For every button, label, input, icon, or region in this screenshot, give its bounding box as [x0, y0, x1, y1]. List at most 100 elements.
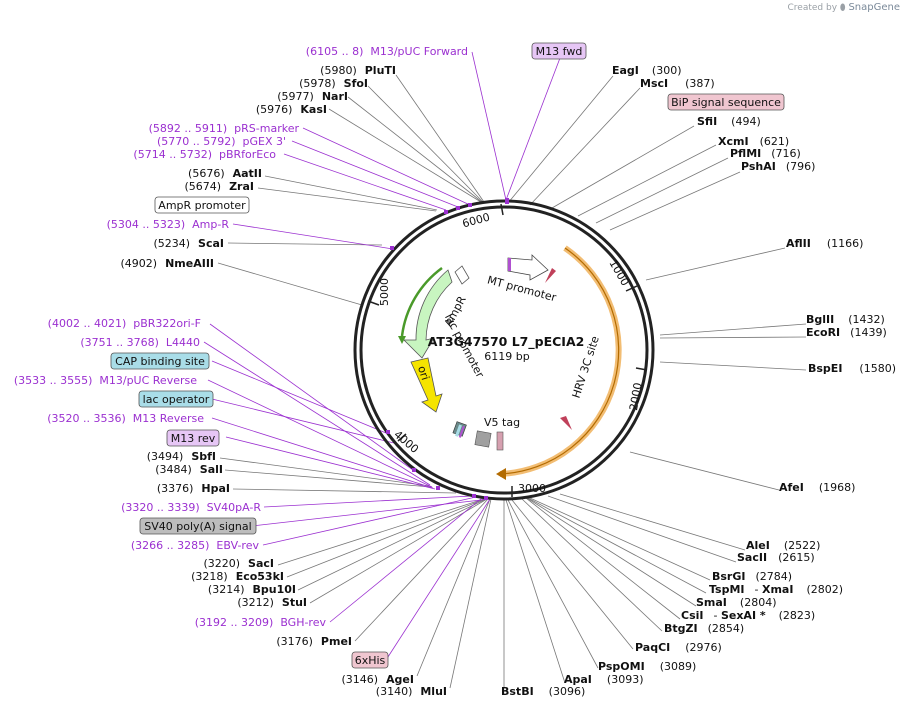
right-enzyme-labels: EagI(300) MscI(387) SfiI(494) XcmI(621) … — [501, 64, 896, 698]
enzyme-name: SmaI — [696, 596, 727, 609]
svg-text:(5977)NarI: (5977)NarI — [277, 90, 348, 103]
left-enzyme-labels: (5980)PluTI (5978)SfoI (5977)NarI (5976)… — [121, 64, 448, 698]
enzyme-name: StuI — [282, 596, 307, 609]
box-6xhis: 6xHis — [355, 654, 386, 667]
svg-text:EagI(300): EagI (300) — [612, 64, 682, 77]
enzyme-pos: (1439) — [850, 326, 887, 339]
enzyme-name: CsiI — [681, 609, 703, 622]
ampr-arrow — [403, 269, 453, 359]
credit-prefix: Created by — [787, 3, 838, 13]
ampr-label: AmpR — [442, 294, 469, 329]
enzyme-pos: (3089) — [660, 660, 697, 673]
tick-label-5000: 5000 — [378, 278, 391, 306]
enzyme-name: SfiI — [697, 115, 717, 128]
svg-text:XcmI(621): XcmI(621) — [718, 135, 789, 148]
primer-label: (5892 .. 5911) pRS-marker — [149, 122, 300, 135]
enzyme-name: PshAI — [741, 160, 776, 173]
enzyme-name: ApaI — [564, 673, 592, 686]
enzyme-pos: (716) — [771, 147, 801, 160]
svg-text:TspMI- XmaI(2802): TspMI- XmaI(2802) — [709, 583, 843, 596]
enzyme-pos: (2854) — [708, 622, 745, 635]
enzyme-pos: (300) — [652, 64, 682, 77]
enzyme-name: HpaI — [201, 482, 230, 495]
svg-text:(3212)StuI: (3212) StuI — [237, 596, 307, 609]
svg-text:BtgZI(2854): BtgZI(2854) — [664, 622, 744, 635]
bip-marker — [545, 268, 556, 283]
enzyme-pos: (3176) — [276, 635, 313, 648]
svg-text:PspOMI(3089): PspOMI (3089) — [598, 660, 696, 673]
box-bip-signal: BiP signal sequence — [671, 96, 781, 109]
enzyme-name: BstBI — [501, 685, 534, 698]
svg-text:SfiI(494): SfiI(494) — [697, 115, 761, 128]
enzyme-pos: (2804) — [740, 596, 777, 609]
enzyme-name: EagI — [612, 64, 639, 77]
enzyme-pos: (1432) — [848, 313, 885, 326]
primer-label: (3192 .. 3209) BGH-rev — [195, 616, 327, 629]
enzyme-pos: (3494) — [147, 450, 184, 463]
enzyme-name: XcmI — [718, 135, 749, 148]
enzyme-name: NarI — [322, 90, 348, 103]
v5-tag-marker — [474, 430, 492, 448]
enzyme-name: PflMI — [730, 147, 761, 160]
hrv3c-marker — [560, 416, 572, 430]
svg-text:ApaI(3093): ApaI(3093) — [564, 673, 643, 686]
mt-promoter-marker — [508, 258, 511, 271]
box-sv40-polya: SV40 poly(A) signal — [144, 520, 251, 533]
svg-text:EcoRI(1439): EcoRI (1439) — [806, 326, 887, 339]
primer-label: (3751 .. 3768) L4440 — [80, 336, 200, 349]
box-cap-binding: CAP binding site — [115, 355, 205, 368]
svg-text:PflMI(716): PflMI (716) — [730, 147, 801, 160]
enzyme-pos: (3484) — [155, 463, 192, 476]
svg-text:(3484)SalI: (3484)SalI — [155, 463, 223, 476]
lac-region-markers — [452, 421, 467, 438]
mt-promoter-label: MT promoter — [486, 273, 558, 304]
enzyme-name: SacI — [248, 557, 274, 570]
credit-brand: SnapGene — [848, 2, 900, 13]
enzyme-name: BglII — [806, 313, 834, 326]
svg-text:(5674)ZraI: (5674)ZraI — [185, 180, 255, 193]
primer-label: (3533 .. 3555) M13/pUC Reverse — [14, 374, 197, 387]
enzyme-name: PluTI — [365, 64, 396, 77]
v5-tag-label: V5 tag — [484, 416, 520, 429]
enzyme-pos: (3218) — [191, 570, 228, 583]
enzyme-name: AgeI — [386, 673, 414, 686]
his-marker — [496, 431, 504, 451]
enzyme-pos: (3214) — [208, 583, 245, 596]
enzyme-pos: (3096) — [549, 685, 586, 698]
enzyme-name: MluI — [420, 685, 447, 698]
hrv-arrowhead — [496, 468, 506, 480]
svg-text:BstBI(3096): BstBI (3096) — [501, 685, 585, 698]
enzyme-name: XmaI — [762, 583, 793, 596]
enzyme-name: PspOMI — [598, 660, 645, 673]
ampr-outer-arc — [400, 266, 443, 337]
ampr-promoter-arrow — [454, 265, 470, 285]
svg-text:SacII(2615): SacII(2615) — [737, 551, 815, 564]
label-connectors — [217, 74, 807, 689]
primer-label: (3520 .. 3536) M13 Reverse — [47, 412, 204, 425]
enzyme-pos: (1166) — [827, 237, 864, 250]
primer-label: (5304 .. 5323) Amp-R — [107, 218, 230, 231]
backbone-inner — [359, 205, 649, 495]
enzyme-pos: (2802) — [806, 583, 843, 596]
enzyme-name: AfeI — [779, 481, 804, 494]
enzyme-pos: (3212) — [237, 596, 274, 609]
enzyme-pos: (3220) — [203, 557, 240, 570]
feature-boxes: M13 fwd BiP signal sequence AmpR promote… — [110, 42, 785, 669]
svg-text:(5976)KasI: (5976)KasI — [256, 103, 327, 116]
ori-label: ori — [415, 364, 432, 382]
svg-text:BsrGI(2784): BsrGI(2784) — [712, 570, 792, 583]
svg-text:(3218)Eco53kI: (3218)Eco53kI — [191, 570, 284, 583]
svg-text:AleI(2522): AleI(2522) — [746, 539, 820, 552]
svg-text:AfeI(1968): AfeI(1968) — [779, 481, 855, 494]
tick-marks — [367, 203, 648, 497]
enzyme-name: ZraI — [229, 180, 254, 193]
enzyme-name: EcoRI — [806, 326, 840, 339]
svg-text:MscI(387): MscI(387) — [640, 77, 715, 90]
enzyme-name: NmeAIII — [165, 257, 214, 270]
enzyme-pos: (3376) — [157, 482, 194, 495]
enzyme-name: AatII — [233, 167, 262, 180]
enzyme-name: Bpu10I — [253, 583, 297, 596]
enzyme-pos: (3140) — [376, 685, 413, 698]
enzyme-pos: (5976) — [256, 103, 293, 116]
